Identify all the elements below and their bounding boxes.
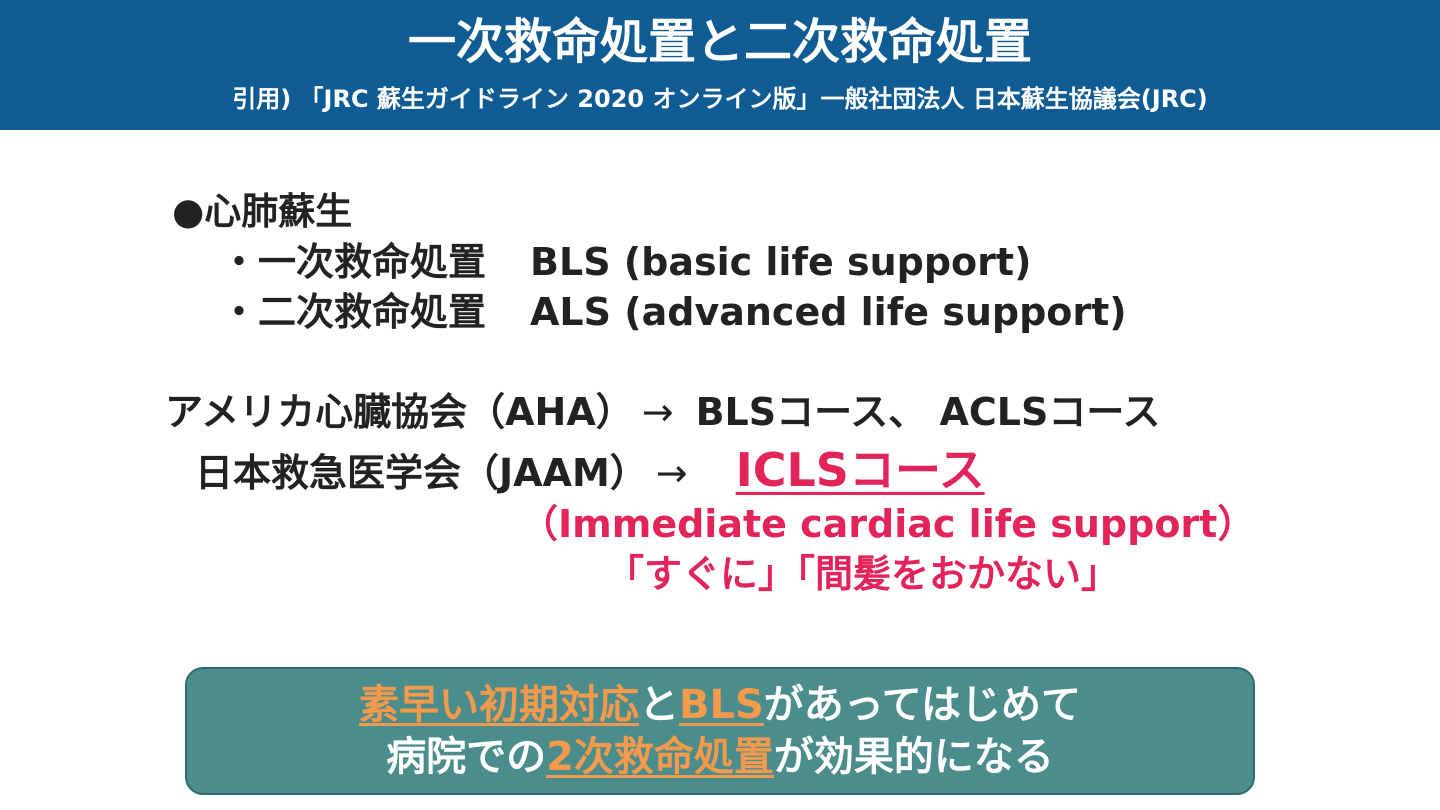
callout-highlight: 2次救命処置 (546, 734, 774, 780)
section-heading: ●心肺蘇生 (172, 190, 353, 233)
bls-label: ・一次救命処置 (220, 240, 487, 284)
bls-item: ・一次救命処置 BLS (basic life support) (220, 236, 1031, 288)
summary-callout: 素早い初期対応とBLSがあってはじめて 病院での2次救命処置が効果的になる (185, 667, 1255, 795)
callout-highlight: BLS (679, 682, 764, 728)
aha-line: アメリカ心臓協会（AHA）→ BLSコース、 ACLSコース (165, 386, 1160, 438)
callout-highlight: 素早い初期対応 (359, 682, 639, 728)
icls-meaning: 「すぐに」「間髪をおかない」 (606, 552, 1120, 596)
arrow-right-icon: → (655, 451, 688, 495)
callout-line-1: 素早い初期対応とBLSがあってはじめて (187, 679, 1253, 731)
arrow-right-icon: → (641, 390, 674, 434)
icls-course: ICLSコース (735, 443, 985, 497)
jaam-org: 日本救急医学会（JAAM） (195, 451, 648, 495)
citation: 引用) 「JRC 蘇生ガイドライン 2020 オンライン版」一般社団法人 日本蘇… (232, 85, 1208, 113)
bls-value: BLS (basic life support) (530, 240, 1032, 284)
icls-full-name: （Immediate cardiac life support） (520, 502, 1256, 546)
callout-text: があってはじめて (763, 682, 1081, 728)
callout-text: と (639, 682, 679, 728)
aha-org: アメリカ心臓協会（AHA） (165, 390, 634, 434)
callout-text: が効果的になる (773, 734, 1054, 780)
header-bar: 一次救命処置と二次救命処置 引用) 「JRC 蘇生ガイドライン 2020 オンラ… (0, 0, 1440, 130)
als-value: ALS (advanced life support) (530, 290, 1127, 334)
callout-line-2: 病院での2次救命処置が効果的になる (187, 731, 1253, 783)
als-label: ・二次救命処置 (220, 290, 487, 334)
callout-text: 病院での (386, 734, 547, 780)
slide-title: 一次救命処置と二次救命処置 (407, 14, 1032, 70)
als-item: ・二次救命処置 ALS (advanced life support) (220, 286, 1127, 338)
aha-courses: BLSコース、 ACLSコース (695, 390, 1161, 434)
jaam-line: 日本救急医学会（JAAM）→ ICLSコース (195, 444, 985, 499)
